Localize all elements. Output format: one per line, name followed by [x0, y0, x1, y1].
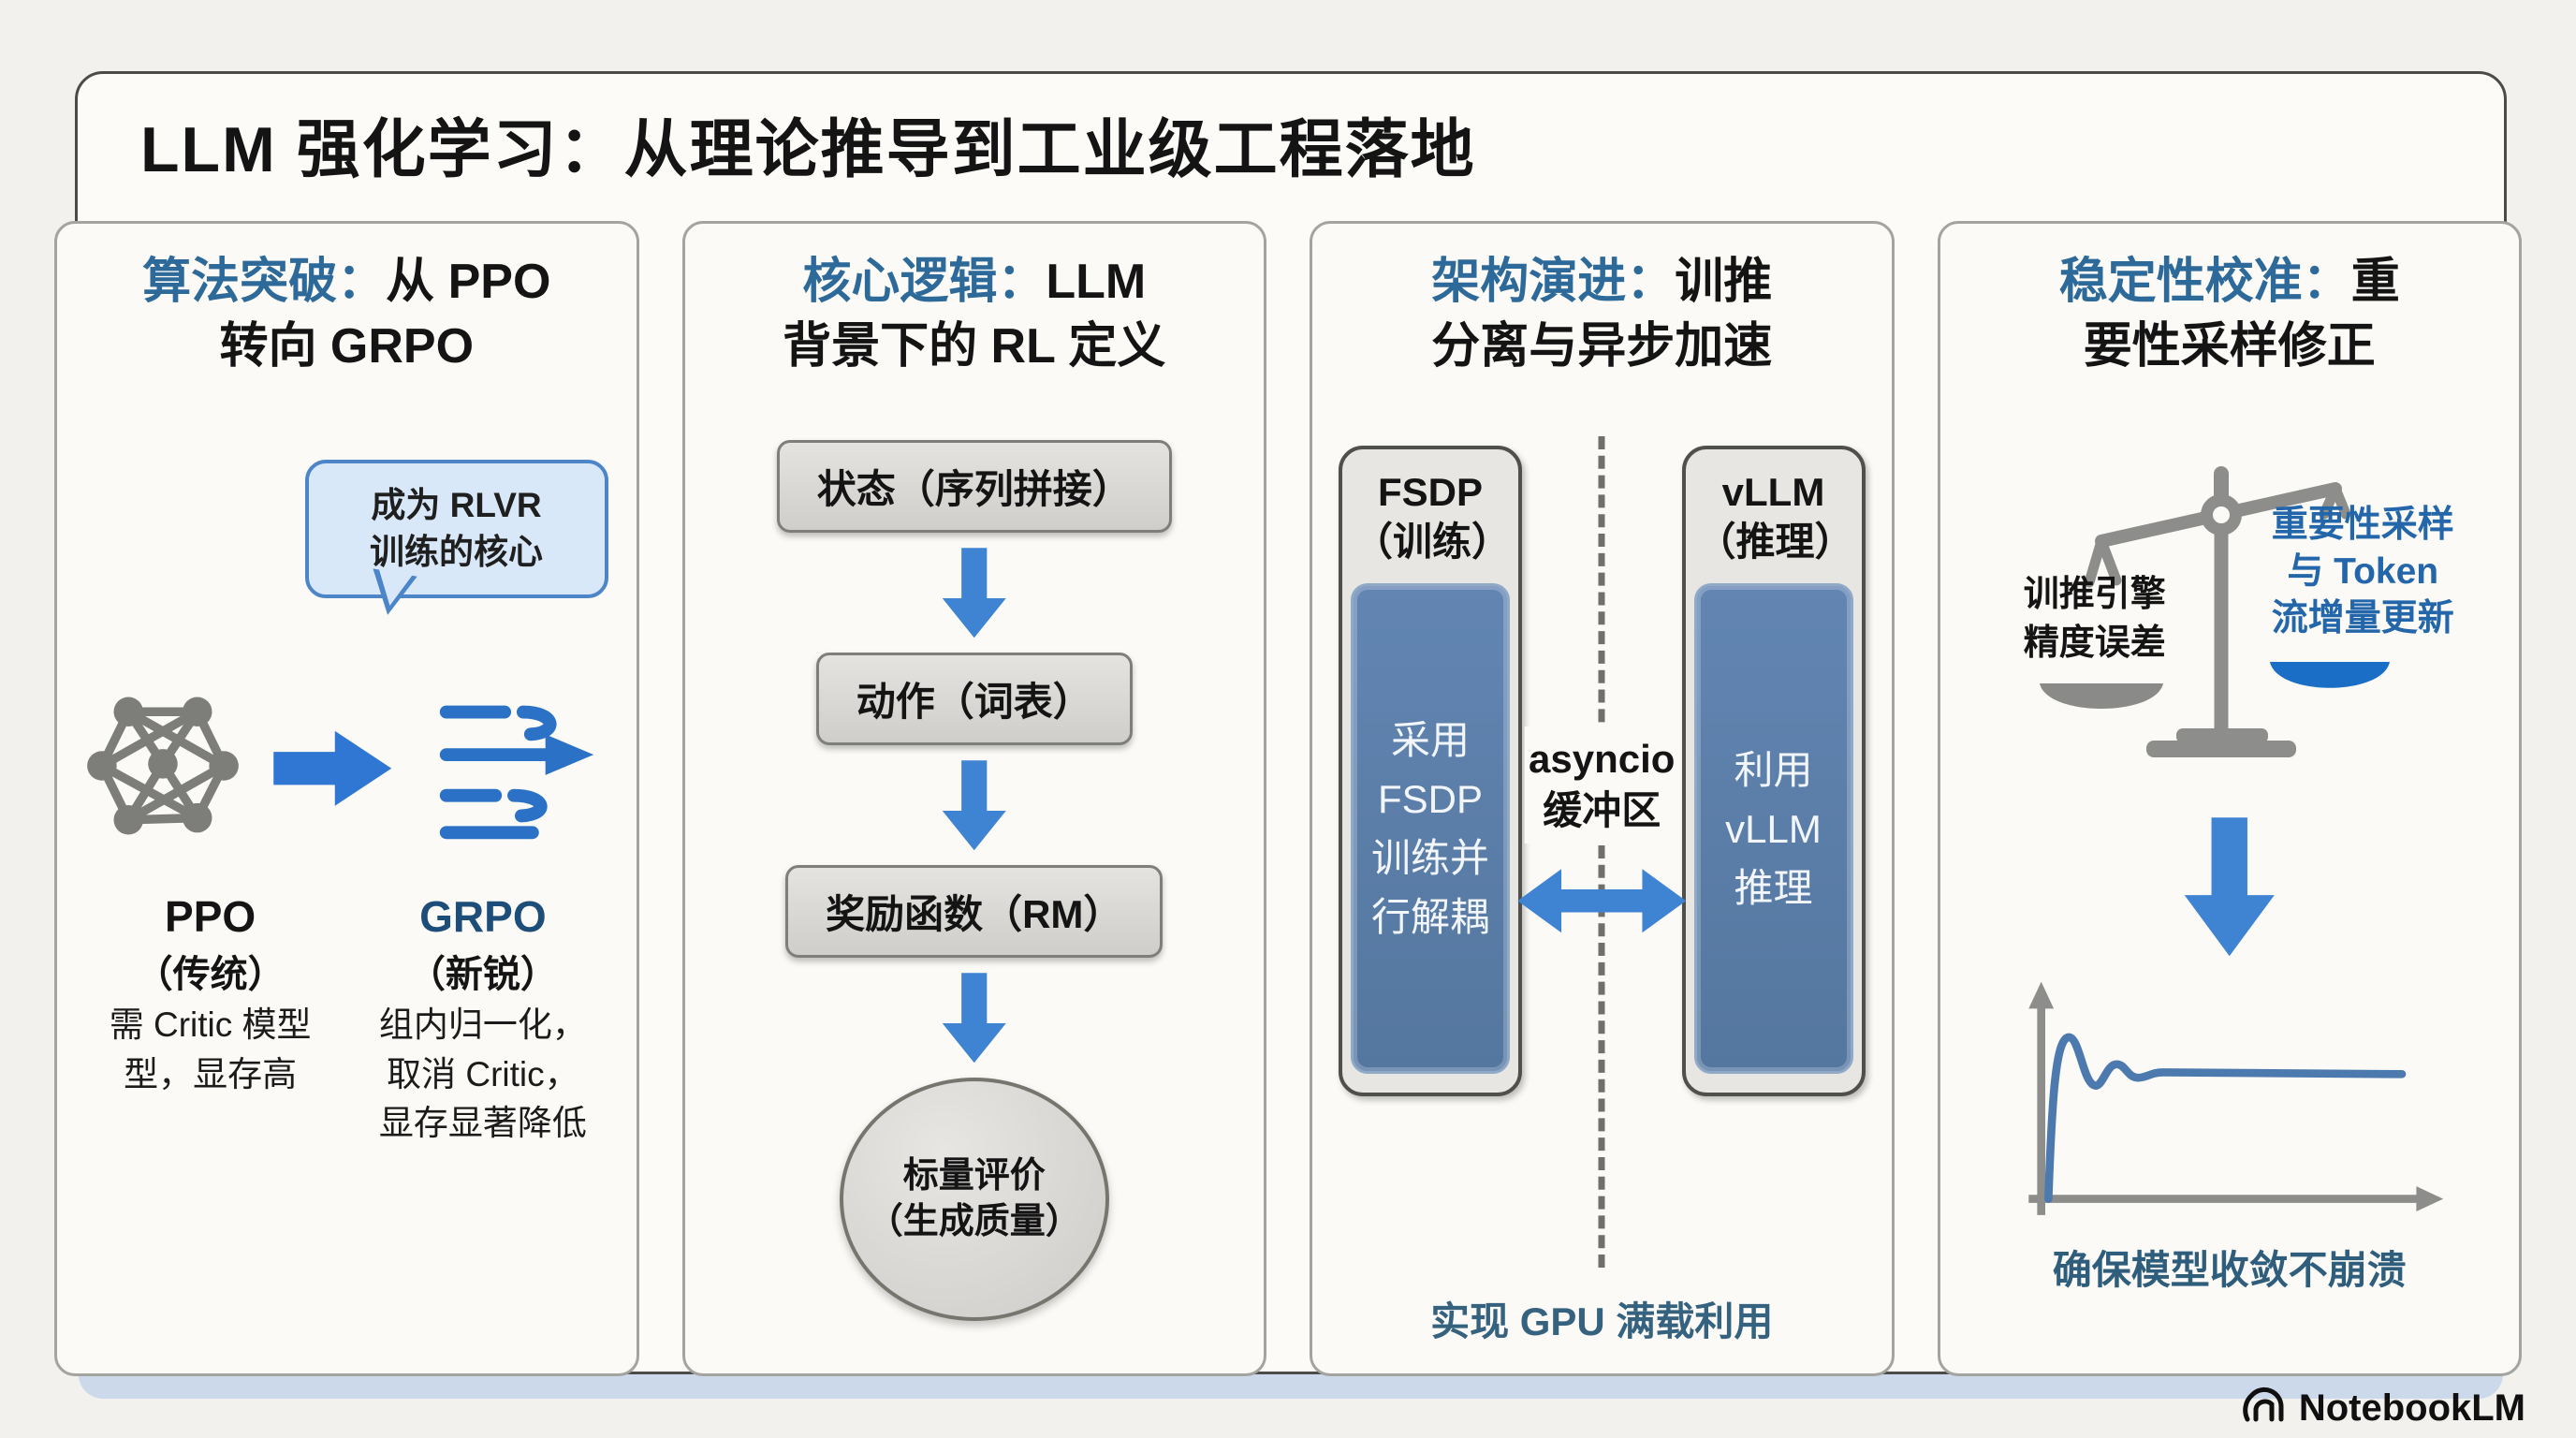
- fsdp-box-body: 采用 FSDP 训练并 行解耦: [1351, 583, 1510, 1075]
- asyncio-buffer-label: asyncio 缓冲区: [1525, 726, 1679, 844]
- page-title: LLM 强化学习：从理论推导到工业级工程落地: [140, 114, 1476, 185]
- ppo-column: PPO （传统） 需 Critic 模型 型，显存高: [74, 887, 346, 1149]
- panel-algorithm-breakthrough: 算法突破：从 PPO 转向 GRPO 成为 RLVR 训练的核心: [54, 221, 639, 1376]
- vllm-inference-box: vLLM （推理） 利用 vLLM 推理: [1681, 446, 1866, 1097]
- callout-line2: 训练的核心: [370, 532, 543, 571]
- panel1-header-line2: 转向 GRPO: [219, 318, 475, 374]
- panel4-header: 稳定性校准：重 要性采样修正: [2059, 250, 2400, 378]
- callout-line1: 成为 RLVR: [371, 486, 542, 524]
- ppo-desc-line2: 型，显存高: [124, 1054, 298, 1093]
- panel4-header-line2: 要性采样修正: [2083, 318, 2376, 374]
- right-arrow-icon: [273, 730, 392, 806]
- panel-core-logic: 核心逻辑：LLM 背景下的 RL 定义 状态（序列拼接） 动作（词表） 奖励函数…: [681, 221, 1266, 1376]
- separation-dashed-line: [1598, 436, 1605, 1268]
- down-arrow-icon: [942, 973, 1006, 1064]
- grpo-tag: （新锐）: [407, 953, 558, 995]
- convergence-caption: 确保模型收敛不崩溃: [2052, 1248, 2407, 1293]
- panel2-header: 核心逻辑：LLM 背景下的 RL 定义: [783, 250, 1165, 378]
- notebooklm-brand: NotebookLM: [2241, 1384, 2525, 1432]
- panel1-header: 算法突破：从 PPO 转向 GRPO: [142, 250, 550, 378]
- left-pan-label: 训推引擎 精度误差: [2023, 575, 2166, 663]
- notebooklm-logo-icon: [2241, 1384, 2288, 1432]
- panel4-header-line1: 稳定性校准：重: [2058, 255, 2400, 309]
- panel4-header-accent: 稳定性校准：: [2058, 255, 2351, 309]
- network-graph-icon: [84, 687, 242, 849]
- panel-row: 算法突破：从 PPO 转向 GRPO 成为 RLVR 训练的核心: [54, 221, 2522, 1376]
- ppo-name: PPO: [165, 892, 256, 942]
- grpo-column: GRPO （新锐） 组内归一化， 取消 Critic， 显存显著降低: [346, 887, 619, 1149]
- grpo-name: GRPO: [419, 892, 547, 942]
- ppo-to-grpo-figure: [74, 687, 620, 849]
- grpo-desc-line1: 组内归一化，: [378, 1005, 587, 1045]
- vllm-box-title: vLLM （推理）: [1696, 470, 1854, 564]
- panel3-header-line1: 架构演进：训推: [1431, 255, 1773, 309]
- fsdp-box-title: FSDP （训练）: [1354, 470, 1512, 564]
- vllm-box-body: 利用 vLLM 推理: [1693, 583, 1853, 1075]
- rlvr-callout-bubble: 成为 RLVR 训练的核心: [304, 460, 608, 598]
- train-infer-architecture: FSDP （训练） 采用 FSDP 训练并 行解耦 vLLM （推理）: [1329, 436, 1875, 1347]
- panel-stability-calibration: 稳定性校准：重 要性采样修正 训推引擎 精度误差: [1937, 221, 2522, 1376]
- panel2-header-accent: 核心逻辑：: [802, 255, 1046, 309]
- panel2-header-line2: 背景下的 RL 定义: [783, 318, 1166, 374]
- panel1-header-accent: 算法突破：: [142, 255, 387, 309]
- flow-step-action: 动作（词表）: [815, 653, 1133, 746]
- balance-scale-figure: 训推引擎 精度误差 重要性采样 与 Token 流增量更新: [2000, 461, 2459, 774]
- panel-architecture-evolution: 架构演进：训推 分离与异步加速 FSDP （训练） 采用 FSDP 训练并 行解…: [1310, 221, 1895, 1376]
- balance-scale-icon: [2039, 466, 2390, 758]
- notebooklm-brand-text: NotebookLM: [2298, 1387, 2525, 1429]
- scalar-evaluation-node: 标量评价 （生成质量）: [839, 1078, 1109, 1322]
- gpu-utilization-caption: 实现 GPU 满载利用: [1430, 1299, 1774, 1343]
- streamline-arrow-icon: [423, 691, 608, 845]
- grpo-desc-line2: 取消 Critic，: [387, 1054, 579, 1093]
- flow-step-reward: 奖励函数（RM）: [785, 865, 1164, 959]
- result-line2: （生成质量）: [867, 1202, 1081, 1242]
- ppo-tag: （传统）: [135, 953, 285, 995]
- convergence-curve-chart: [2028, 981, 2443, 1216]
- down-arrow-icon: [942, 548, 1006, 638]
- ppo-desc-line1: 需 Critic 模型: [109, 1005, 312, 1045]
- down-arrow-icon: [2184, 817, 2275, 957]
- panel3-header-line2: 分离与异步加速: [1431, 318, 1773, 374]
- flow-step-state: 状态（序列拼接）: [776, 440, 1172, 534]
- panel2-header-line1: 核心逻辑：LLM: [802, 255, 1147, 309]
- fsdp-training-box: FSDP （训练） 采用 FSDP 训练并 行解耦: [1339, 446, 1522, 1097]
- panel3-header-accent: 架构演进：: [1431, 255, 1676, 309]
- result-line1: 标量评价: [902, 1155, 1046, 1196]
- panel3-header: 架构演进：训推 分离与异步加速: [1431, 250, 1772, 378]
- rl-definition-flow: 状态（序列拼接） 动作（词表） 奖励函数（RM） 标量评价 （生成质量）: [702, 440, 1248, 1322]
- down-arrow-icon: [942, 760, 1006, 851]
- algorithm-compare-columns: PPO （传统） 需 Critic 模型 型，显存高 GRPO （新锐） 组内归…: [74, 887, 620, 1149]
- grpo-desc-line3: 显存显著降低: [378, 1104, 587, 1143]
- panel1-header-line1: 算法突破：从 PPO: [142, 255, 551, 309]
- right-pan-label: 重要性采样 与 Token 流增量更新: [2271, 505, 2454, 639]
